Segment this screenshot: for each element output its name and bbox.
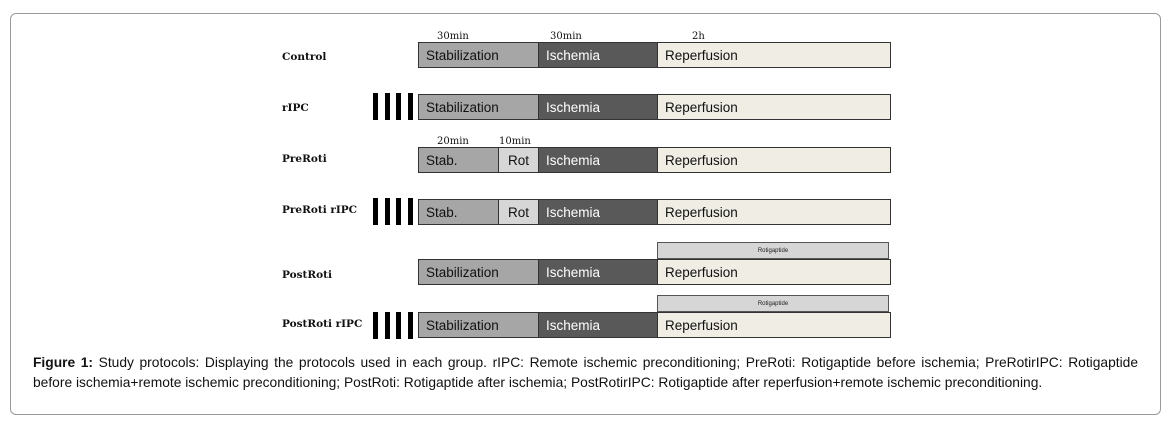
row-label-postroti: PostRoti (282, 269, 332, 281)
segment-stabilization: Stabilization (419, 313, 539, 337)
protocol-bar-postroti: Stabilization Ischemia Reperfusion (418, 259, 891, 285)
segment-ischemia: Ischemia (539, 95, 658, 119)
segment-stabilization: Stabilization (419, 95, 539, 119)
duration-ischemia: 30min (550, 31, 582, 42)
caption-text: Study protocols: Displaying the protocol… (33, 355, 1139, 390)
row-label-preroti-ripc: PreRoti rIPC (282, 204, 358, 216)
segment-ischemia: Ischemia (539, 260, 658, 284)
rotigaptide-overlay-bar: Rotigaptide (657, 242, 889, 259)
protocol-bar-preroti: Stab. Rot Ischemia Reperfusion (418, 147, 891, 173)
segment-reperfusion: Reperfusion (658, 200, 890, 224)
duration-rot: 10min (499, 136, 531, 147)
protocol-bar-postroti-ripc: Stabilization Ischemia Reperfusion (418, 312, 891, 338)
ripc-cycles-marker (373, 198, 413, 225)
duration-stab: 20min (437, 136, 469, 147)
row-label-control: Control (282, 51, 327, 63)
protocol-bar-preroti-ripc: Stab. Rot Ischemia Reperfusion (418, 199, 891, 225)
segment-ischemia: Ischemia (539, 313, 658, 337)
ripc-cycles-marker (373, 93, 413, 120)
ripc-cycles-marker (373, 312, 413, 339)
protocol-bar-control: Stabilization Ischemia Reperfusion (418, 42, 891, 68)
figure-caption: Figure 1: Study protocols: Displaying th… (33, 353, 1138, 392)
segment-stab: Stab. (419, 200, 499, 224)
segment-reperfusion: Reperfusion (658, 148, 890, 172)
segment-stabilization: Stabilization (419, 260, 539, 284)
row-label-postroti-ripc: PostRoti rIPC (282, 318, 363, 330)
segment-ischemia: Ischemia (539, 43, 658, 67)
row-label-ripc: rIPC (282, 102, 309, 114)
segment-rot: Rot (499, 148, 539, 172)
segment-ischemia: Ischemia (539, 200, 658, 224)
segment-reperfusion: Reperfusion (658, 260, 890, 284)
caption-label: Figure 1: (33, 355, 94, 370)
row-label-preroti: PreRoti (282, 153, 327, 165)
segment-ischemia: Ischemia (539, 148, 658, 172)
segment-rot: Rot (499, 200, 539, 224)
segment-reperfusion: Reperfusion (658, 313, 890, 337)
segment-stabilization: Stabilization (419, 43, 539, 67)
rotigaptide-overlay-bar: Rotigaptide (657, 295, 889, 312)
duration-stabilization: 30min (437, 31, 469, 42)
segment-reperfusion: Reperfusion (658, 95, 890, 119)
segment-stab: Stab. (419, 148, 499, 172)
figure-frame (10, 13, 1161, 415)
protocol-bar-ripc: Stabilization Ischemia Reperfusion (418, 94, 891, 120)
duration-reperfusion: 2h (692, 31, 705, 42)
segment-reperfusion: Reperfusion (658, 43, 890, 67)
